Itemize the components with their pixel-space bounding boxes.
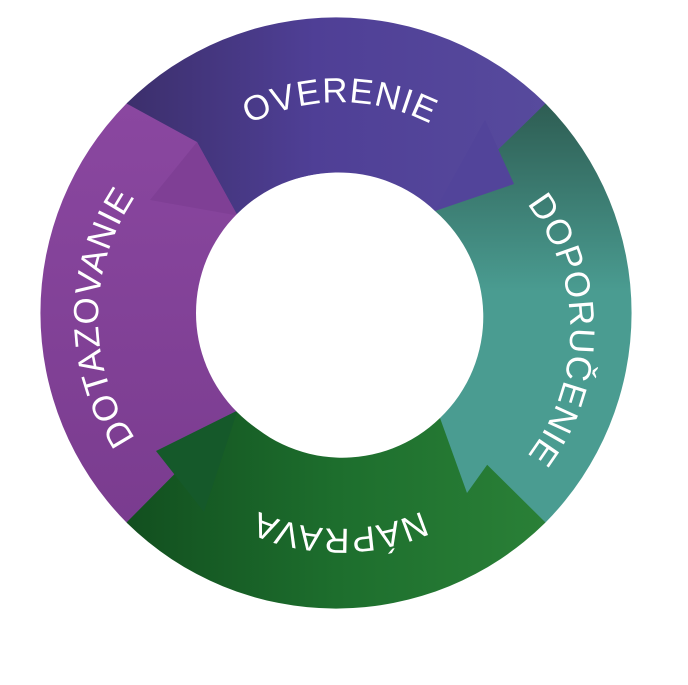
segment-naprava bbox=[126, 410, 546, 609]
arrow-tip-doporucenie bbox=[440, 418, 512, 493]
segment-dotazovanie bbox=[40, 103, 238, 523]
arrow-tip-naprava bbox=[156, 410, 238, 512]
arrow-tip-dotazovanie bbox=[150, 142, 238, 216]
segment-doporucenie bbox=[435, 103, 632, 523]
arrow-tip-overenie bbox=[435, 120, 514, 211]
segment-overenie bbox=[126, 17, 546, 216]
center-hole bbox=[196, 173, 476, 453]
